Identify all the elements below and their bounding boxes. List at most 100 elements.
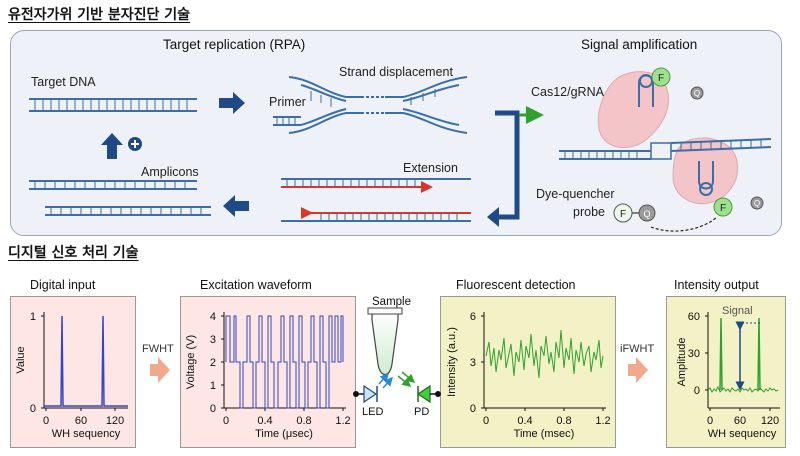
arrow-left-icon	[223, 195, 249, 217]
probe-label-line2: probe	[573, 205, 605, 219]
cas12-complex-2	[672, 137, 739, 205]
fluor-letter-1: F	[658, 73, 664, 84]
signal-header: Signal amplification	[581, 37, 698, 52]
amplicons-stack	[29, 180, 211, 216]
ifwht-label: iFWHT	[620, 343, 654, 355]
digital-xlabel: WH sequency	[52, 428, 121, 440]
fl-ylabel: Intensity (a.u.)	[446, 327, 458, 397]
cas12-complex-1	[597, 71, 669, 148]
sample-tube	[367, 307, 403, 376]
digital-xtick-0: 0	[43, 415, 49, 427]
bracket-arrow-icon	[495, 110, 520, 220]
exc-ytick-2: 2	[210, 357, 216, 369]
amplicons-label: Amplicons	[141, 165, 199, 179]
fl-ytick-2: 6	[470, 311, 476, 323]
io-xtick-2: 120	[761, 415, 779, 427]
released-fluor-icon	[713, 197, 733, 217]
target-dna-label: Target DNA	[31, 75, 96, 89]
fl-xtick-3: 1.2	[595, 415, 610, 427]
exc-ylabel: Voltage (V)	[185, 335, 197, 389]
excitation-plot: 4 3 2 1 0 0 0.4 0.8 1.2 Time (μsec) Volt…	[185, 311, 351, 440]
digital-ytick-1: 1	[30, 311, 36, 323]
io-xlabel: WH sequency	[708, 428, 777, 440]
intensity-peak-trace	[719, 317, 761, 391]
digital-xtick-2: 120	[106, 415, 124, 427]
exc-ytick-4: 4	[210, 311, 216, 323]
fluorophore-icon	[651, 67, 671, 87]
excitation-title: Excitation waveform	[200, 278, 312, 292]
fluor-letter-3: F	[720, 203, 726, 214]
strand-displacement-fork	[288, 76, 468, 134]
io-ytick-1: 30	[688, 348, 700, 360]
digital-input-title: Digital input	[30, 278, 96, 292]
rpa-crispr-diagram: F Q F Q F Q	[29, 67, 772, 232]
extension-strands	[281, 178, 471, 222]
fwht-label: FWHT	[142, 343, 174, 355]
io-xtick-0: 0	[707, 415, 713, 427]
exc-xtick-2: 0.8	[296, 415, 311, 427]
io-xtick-1: 60	[734, 415, 746, 427]
target-dna-strand	[29, 98, 197, 112]
arrow-right-icon	[219, 92, 245, 114]
intensity-title: Intensity output	[674, 278, 759, 292]
intensity-baseline-trace	[707, 385, 779, 393]
fl-xtick-2: 0.8	[556, 415, 571, 427]
digital-input-box	[10, 296, 136, 448]
io-ytick-0: 0	[694, 385, 700, 397]
released-quencher-icon	[750, 196, 764, 210]
digital-ytick-0: 0	[30, 403, 36, 415]
arrow-up-icon	[101, 133, 123, 159]
quencher-letter-3: Q	[754, 199, 760, 208]
digital-ylabel: Value	[15, 346, 27, 373]
exc-xtick-3: 1.2	[335, 415, 350, 427]
section-title-top: 유전자가위 기반 분자진단 기술	[8, 7, 191, 23]
io-ytick-2: 60	[688, 311, 700, 323]
fl-ytick-1: 3	[470, 357, 476, 369]
strand-displacement-label: Strand displacement	[339, 65, 453, 79]
quencher-letter-2: Q	[643, 209, 650, 219]
fl-xtick-1: 0.4	[517, 415, 532, 427]
led-icon	[363, 384, 378, 404]
intensity-box	[666, 296, 786, 448]
fluorescent-box	[440, 296, 616, 448]
primer-label: Primer	[269, 95, 306, 109]
ifwht-arrow-icon	[628, 357, 648, 383]
fluorescent-plot: 6 3 0 0 0.4 0.8 1.2 Time (msec) Intensit…	[446, 311, 611, 440]
exc-ytick-3: 3	[210, 334, 216, 346]
intensity-plot: 60 30 0 0 60 120 WH sequency Amplitude S…	[676, 305, 780, 440]
fl-xtick-0: 0	[483, 415, 489, 427]
digital-input-trace	[44, 315, 128, 407]
io-ylabel: Amplitude	[676, 338, 688, 387]
digital-xtick-1: 60	[75, 415, 87, 427]
fluorescent-title: Fluorescent detection	[456, 278, 576, 292]
exc-xtick-0: 0	[223, 415, 229, 427]
exc-ytick-0: 0	[210, 403, 216, 415]
exc-ytick-1: 1	[210, 380, 216, 392]
exc-xtick-1: 0.4	[257, 415, 272, 427]
fwht-arrow-icon	[150, 357, 170, 383]
probe-quencher-icon	[638, 204, 656, 222]
cas12-target-dna	[559, 138, 772, 160]
section-title-bottom: 디지털 신호 처리 기술	[8, 245, 139, 261]
cas12-label: Cas12/gRNA	[531, 85, 604, 99]
fluor-letter-2: F	[620, 209, 626, 220]
fl-xlabel: Time (msec)	[514, 428, 575, 440]
target-replication-panel: F Q F Q F Q Target replication (RPA) Sig…	[10, 30, 782, 236]
fluorescent-trace	[485, 329, 604, 379]
pd-label: PD	[414, 406, 429, 418]
probe-label-line1: Dye-quencher	[536, 187, 615, 201]
extension-label: Extension	[403, 161, 458, 175]
cleavage-arrow	[650, 216, 718, 232]
led-label: LED	[362, 406, 383, 418]
quencher-icon	[690, 86, 704, 100]
fl-ytick-0: 0	[470, 403, 476, 415]
digital-input-plot: 1 0 0 60 120 WH sequency Value	[15, 311, 128, 440]
exc-xlabel: Time (μsec)	[255, 428, 313, 440]
quencher-letter-1: Q	[694, 89, 700, 98]
photodiode-icon	[416, 384, 431, 404]
signal-label: Signal	[722, 305, 753, 317]
excitation-trace	[225, 315, 344, 409]
rpa-header: Target replication (RPA)	[163, 37, 306, 52]
sample-label: Sample	[372, 296, 411, 308]
